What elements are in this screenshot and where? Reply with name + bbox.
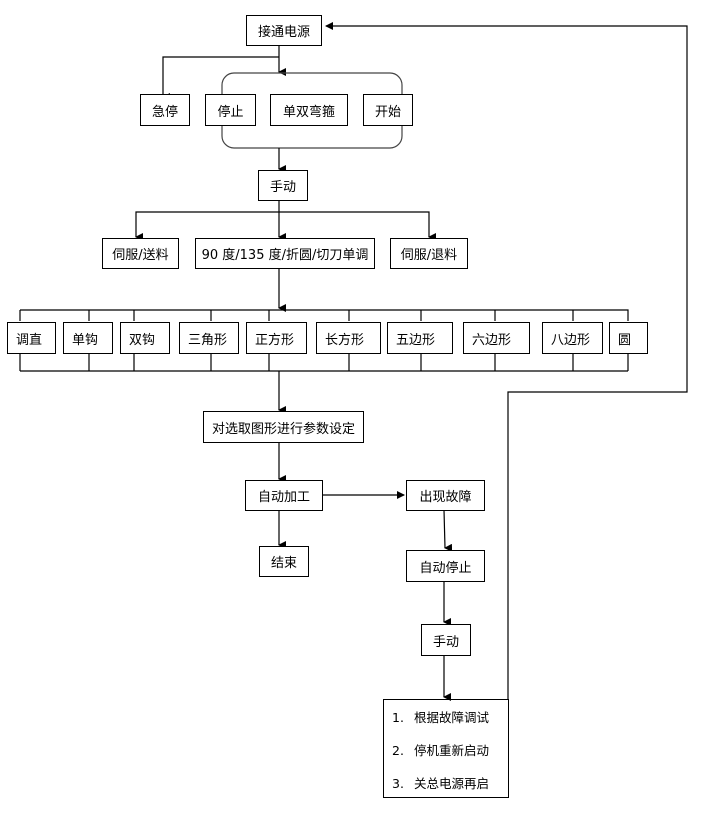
return-loop-arrow	[325, 22, 688, 699]
node-servo-feed: 伺服/送料	[102, 238, 179, 269]
shape-rectangle: 长方形	[316, 322, 381, 354]
node-stop: 停止	[205, 94, 256, 126]
node-end: 结束	[259, 546, 309, 577]
node-single-adjust: 90 度/135 度/折圆/切刀单调	[195, 238, 375, 269]
node-recovery-steps: 1.根据故障调试 2.停机重新启动 3.关总电源再启	[383, 699, 509, 798]
shape-hexagon: 六边形	[463, 322, 530, 354]
node-fault: 出现故障	[406, 480, 485, 511]
node-servo-retract: 伺服/退料	[390, 238, 468, 269]
node-auto-stop: 自动停止	[406, 550, 485, 582]
recovery-step: 3.关总电源再启	[392, 776, 490, 791]
node-auto-process: 自动加工	[245, 480, 323, 511]
node-power-on: 接通电源	[246, 15, 322, 46]
shape-octagon: 八边形	[542, 322, 603, 354]
shape-straighten: 调直	[7, 322, 56, 354]
node-param-setting: 对选取图形进行参数设定	[203, 411, 364, 443]
bus-ticks	[88, 310, 574, 371]
shape-triangle: 三角形	[179, 322, 239, 354]
node-manual: 手动	[258, 170, 308, 201]
shape-square: 正方形	[246, 322, 307, 354]
node-emergency-stop: 急停	[140, 94, 190, 126]
shape-pentagon: 五边形	[387, 322, 453, 354]
shape-single-hook: 单钩	[63, 322, 113, 354]
shape-circle: 圆	[609, 322, 648, 354]
node-start: 开始	[363, 94, 413, 126]
recovery-step: 1.根据故障调试	[392, 710, 490, 725]
node-single-double-bend: 单双弯箍	[270, 94, 348, 126]
node-manual-2: 手动	[421, 624, 471, 656]
arrow-power-to-estop	[162, 56, 279, 101]
shape-double-hook: 双钩	[120, 322, 170, 354]
recovery-step: 2.停机重新启动	[392, 743, 490, 758]
